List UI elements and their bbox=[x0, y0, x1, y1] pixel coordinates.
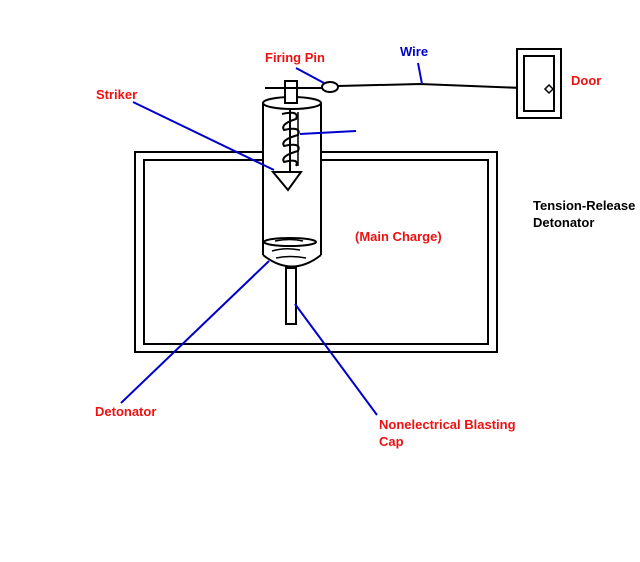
firing-pin-leader bbox=[295, 67, 325, 84]
diagram-title-line2: Detonator bbox=[533, 215, 595, 230]
detonator-element-scribble3 bbox=[275, 255, 307, 259]
firing-pin-label: Firing Pin bbox=[265, 50, 325, 65]
detonator-element-scribble2 bbox=[271, 247, 301, 252]
blasting-cap-label-line2: Cap bbox=[379, 434, 404, 449]
trip-wire bbox=[337, 82, 549, 90]
door-panel bbox=[523, 55, 555, 112]
door-label: Door bbox=[571, 73, 602, 88]
diagram-title-line1: Tension-Release bbox=[533, 198, 636, 213]
blasting-cap-tube bbox=[285, 267, 297, 325]
striker-leader bbox=[132, 101, 275, 171]
wire-label: Wire bbox=[400, 44, 429, 59]
main-charge-label: (Main Charge) bbox=[355, 229, 442, 244]
door-latch bbox=[543, 83, 555, 95]
striker-label: Striker bbox=[96, 87, 138, 102]
detonator-label: Detonator bbox=[95, 404, 157, 419]
striker-point bbox=[270, 171, 303, 192]
wire-leader bbox=[417, 62, 423, 85]
detonator-leader bbox=[120, 260, 270, 404]
striker-spring bbox=[281, 111, 300, 167]
blasting-cap-leader bbox=[294, 303, 378, 416]
spring-leader bbox=[299, 130, 357, 135]
detonator-element-scribble1 bbox=[274, 238, 304, 242]
detonator-bottom-curve bbox=[262, 254, 322, 268]
firing-pin-ring bbox=[321, 81, 339, 93]
firing-pin-stem bbox=[284, 80, 298, 104]
blasting-cap-label-line1: Nonelectrical Blasting bbox=[379, 417, 516, 432]
